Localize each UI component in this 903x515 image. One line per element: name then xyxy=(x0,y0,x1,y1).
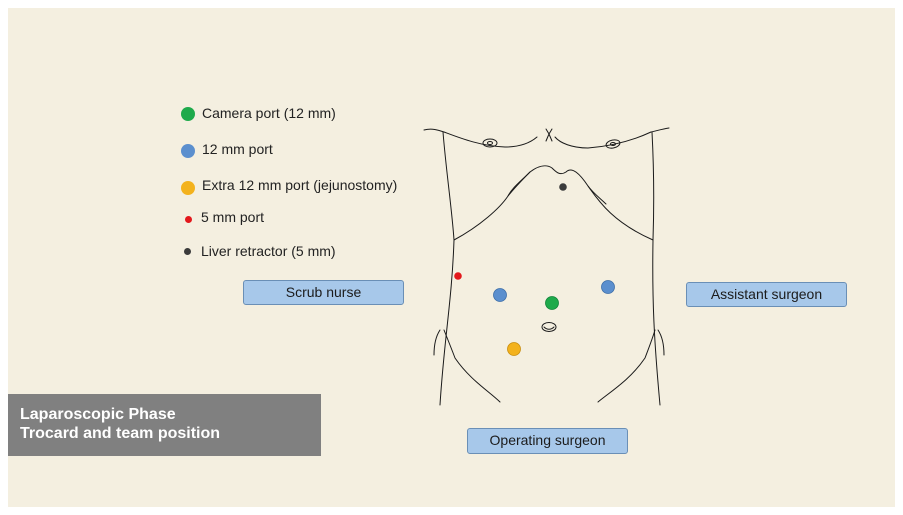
assistant-surgeon-box: Assistant surgeon xyxy=(686,282,847,307)
5mm-port-marker xyxy=(454,272,462,280)
costal-margin xyxy=(454,166,653,240)
left-torso-side xyxy=(440,132,454,405)
caption-line-2: Trocard and team position xyxy=(20,424,321,443)
operating-surgeon-box: Operating surgeon xyxy=(467,428,628,454)
extra-12mm-port-marker xyxy=(508,343,521,356)
12mm-port-marker-right xyxy=(602,281,615,294)
caption-line-1: Laparoscopic Phase xyxy=(20,405,321,424)
sternal-notch xyxy=(546,129,552,141)
scrub-nurse-box: Scrub nurse xyxy=(243,280,404,305)
12mm-port-marker-left xyxy=(494,289,507,302)
camera-port-marker xyxy=(546,297,559,310)
right-torso-side xyxy=(652,132,660,405)
liver-retractor-marker xyxy=(559,183,567,191)
figure-caption: Laparoscopic Phase Trocard and team posi… xyxy=(8,394,321,456)
right-inguinal-line xyxy=(598,330,655,402)
left-inguinal-line xyxy=(444,330,500,402)
left-neck-line xyxy=(424,129,537,147)
torso-outline xyxy=(424,128,669,405)
